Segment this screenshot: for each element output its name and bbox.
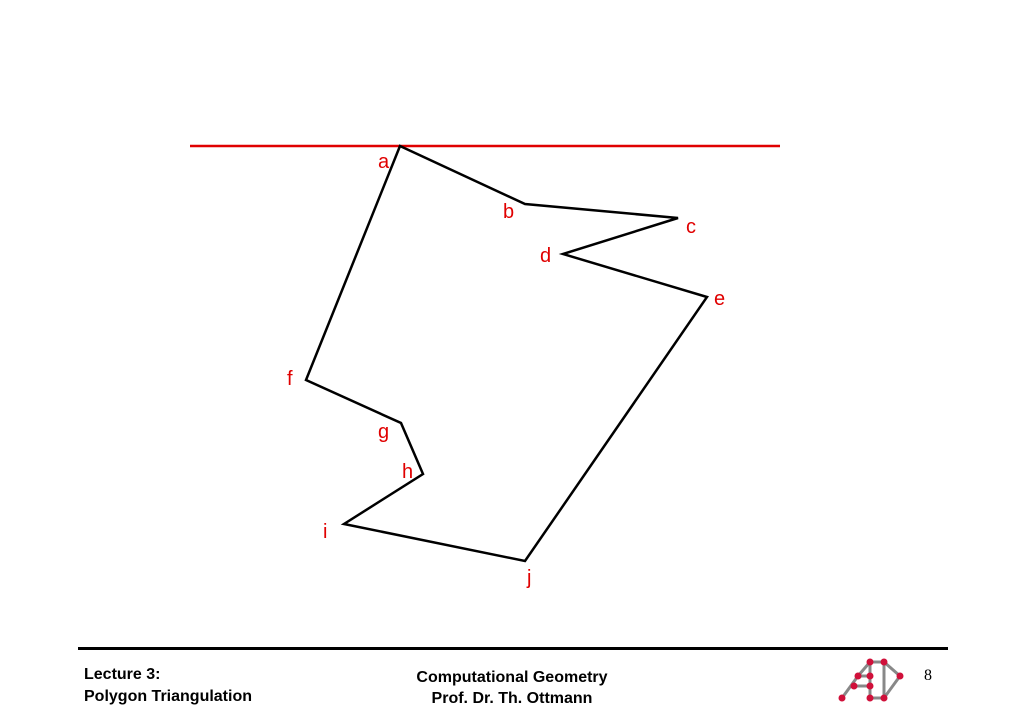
vertex-label-b: b: [503, 201, 514, 223]
vertex-label-g: g: [378, 421, 389, 443]
footer-rule: [78, 647, 948, 650]
vertex-label-h: h: [402, 461, 413, 483]
polygon-outline: [304, 144, 710, 563]
vertex-label-c: c: [686, 216, 696, 238]
vertex-label-a: a: [378, 151, 390, 173]
footer-lecture-title: Lecture 3: Polygon Triangulation: [84, 664, 252, 708]
footer-lecture-number: Lecture 3:: [84, 666, 161, 683]
algorithms-logo-icon: [838, 658, 904, 702]
vertex-label-f: f: [287, 368, 293, 390]
footer-lecture-topic: Polygon Triangulation: [84, 688, 252, 705]
page-number: 8: [924, 667, 932, 684]
footer-course-name: Computational Geometry: [416, 669, 608, 686]
vertex-label-d: d: [540, 245, 551, 267]
footer-course-info: Computational Geometry Prof. Dr. Th. Ott…: [362, 667, 662, 709]
vertex-label-i: i: [323, 521, 327, 543]
vertex-label-e: e: [714, 288, 725, 310]
footer-professor: Prof. Dr. Th. Ottmann: [431, 690, 593, 707]
vertex-label-j: j: [526, 567, 531, 589]
